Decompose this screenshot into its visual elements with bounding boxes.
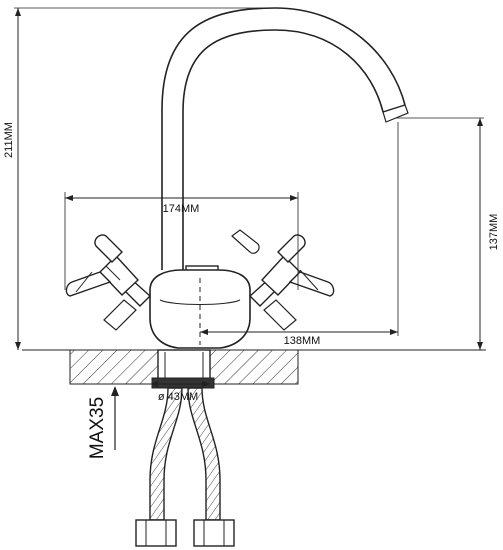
supply-hoses	[135, 387, 235, 547]
label-handle-span: 174MM	[163, 203, 200, 215]
dimension-spout-height	[396, 117, 484, 350]
faucet-body	[149, 265, 251, 349]
right-hose-nut	[193, 519, 235, 547]
dimension-handle-span	[64, 192, 299, 290]
dimension-spout-reach	[200, 122, 399, 336]
dimension-hole-diameter	[150, 381, 210, 387]
label-total-height: 211MM	[3, 122, 15, 158]
left-handle	[65, 234, 152, 331]
label-hole-diameter: ø 43MM	[158, 391, 198, 403]
spout	[161, 7, 409, 270]
mounting-shank	[151, 349, 215, 389]
dimension-max-thickness	[111, 386, 119, 450]
aerator	[382, 104, 409, 123]
label-max-thickness: MAX35	[87, 397, 108, 459]
left-hose-nut	[135, 519, 177, 547]
countertop	[22, 349, 486, 385]
dimension-total-height	[14, 7, 270, 350]
label-spout-height: 137MM	[488, 214, 500, 251]
label-spout-reach: 138MM	[284, 335, 321, 347]
